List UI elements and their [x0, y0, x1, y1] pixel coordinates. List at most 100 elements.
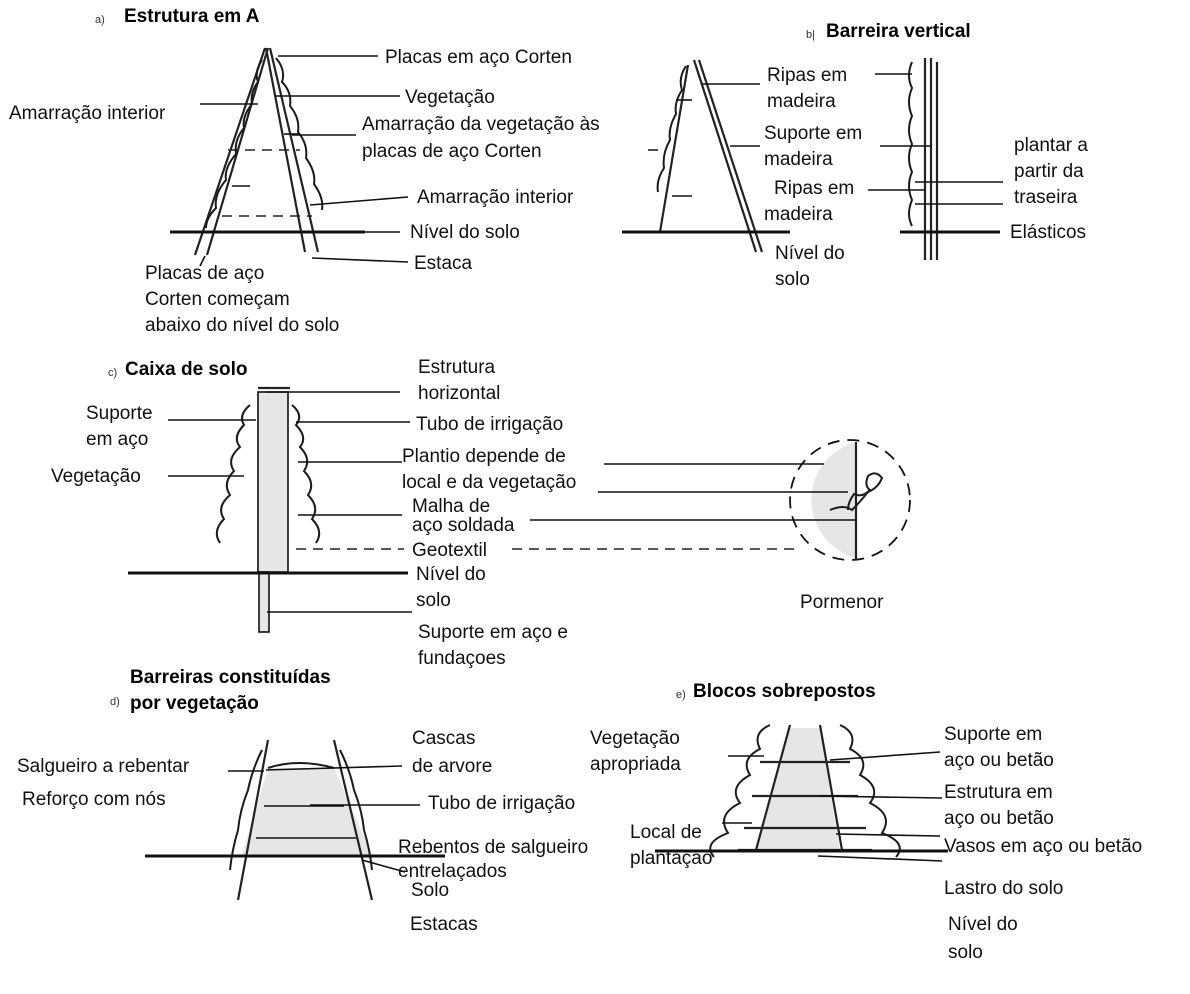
panel-d-title-1: Barreiras constituídas	[130, 667, 331, 688]
d-label-rebentos-1: Rebentos de salgueiro	[398, 837, 588, 858]
panel-b-tag: b|	[806, 29, 815, 41]
b-label-nivel-2: solo	[775, 269, 810, 290]
b-label-ripas-1-1: Ripas em	[767, 65, 847, 86]
panel-d-tag: d)	[110, 696, 120, 708]
a-leader-estaca	[311, 257, 409, 263]
a-label-estaca: Estaca	[414, 253, 473, 274]
e-label-vegetacao-2: apropriada	[590, 754, 681, 775]
c-left-vegetation	[215, 404, 251, 544]
e-label-suporte-1: Suporte em	[944, 724, 1042, 745]
panel-c-title: Caixa de solo	[125, 359, 248, 380]
panel-d-title-2: por vegetação	[130, 693, 259, 714]
b-label-elasticos: Elásticos	[1010, 222, 1086, 243]
b-label-nivel-1: Nível do	[775, 243, 845, 264]
a-label-amarracao-vegetacao-2: placas de aço Corten	[362, 141, 542, 162]
c-right-vegetation	[291, 404, 321, 544]
e-soil-fill	[756, 728, 840, 850]
b-label-suporte-1: Suporte em	[764, 123, 862, 144]
d-willow-barrier	[145, 739, 445, 901]
c-label-nivel-2: solo	[416, 590, 451, 611]
e-label-estrutura-1: Estrutura em	[944, 782, 1053, 803]
b-front-leaf	[658, 64, 690, 233]
b-label-plantar-1: plantar a	[1014, 135, 1088, 156]
b-vertical-structure	[900, 58, 1000, 260]
c-label-suporte-2: em aço	[86, 429, 148, 450]
c-detail-pormenor	[789, 439, 911, 561]
a-label-placas-corten: Placas em aço Corten	[385, 47, 572, 68]
d-label-reforco: Reforço com nós	[22, 789, 166, 810]
panel-b-title: Barreira vertical	[826, 21, 971, 42]
a-right-vegetation	[275, 57, 324, 211]
d-label-cascas-2: de arvore	[412, 756, 492, 777]
d-label-rebentos-2: entrelaçados	[398, 861, 507, 882]
d-right-shoots	[339, 749, 373, 871]
panel-a-title: Estrutura em A	[124, 6, 260, 27]
e-leader-lastro	[817, 855, 943, 862]
d-left-shoots	[229, 749, 263, 871]
d-leader-cascas	[265, 765, 403, 771]
d-left-stake	[236, 739, 270, 901]
d-leader-estacas	[361, 859, 406, 873]
c-soil-box	[128, 386, 408, 633]
panel-e-title: Blocos sobrepostos	[693, 681, 876, 702]
c-label-plantio-1: Plantio depende de	[402, 446, 566, 467]
c-label-suporte-fund-1: Suporte em aço e	[418, 622, 568, 643]
c-detail-soil	[811, 442, 856, 558]
c-detail-circle	[789, 439, 911, 561]
panel-e-tag: e)	[676, 689, 686, 701]
e-label-nivel-2: solo	[948, 942, 983, 963]
d-label-solo: Solo	[411, 880, 449, 901]
e-label-local-2: plantação	[630, 848, 712, 869]
c-label-suporte-fund-2: fundaçoes	[418, 648, 506, 669]
b-label-ripas-2-1: Ripas em	[774, 178, 854, 199]
a-leader-amarracao-right	[309, 196, 409, 206]
a-label-placas-comecam-2: Corten começam	[145, 289, 290, 310]
d-label-salgueiro: Salgueiro a rebentar	[17, 756, 190, 777]
d-bark-top	[267, 762, 335, 769]
panel-e: e) Blocos sobrepostos Vegetação apropria…	[590, 681, 1142, 963]
a-label-placas-comecam-1: Placas de aço	[145, 263, 264, 284]
d-label-estacas: Estacas	[410, 914, 478, 935]
b-label-ripas-1-2: madeira	[767, 91, 836, 112]
e-left-support	[754, 724, 792, 851]
e-left-vegetation	[709, 724, 771, 858]
a-label-nivel-solo: Nível do solo	[410, 222, 520, 243]
e-label-local-1: Local de	[630, 822, 702, 843]
b-label-plantar-3: traseira	[1014, 187, 1078, 208]
e-label-lastro: Lastro do solo	[944, 878, 1063, 899]
e-leader-suporte	[829, 751, 941, 761]
e-right-vegetation	[839, 724, 901, 858]
b-vegetation	[656, 65, 687, 193]
b-label-suporte-2: madeira	[764, 149, 833, 170]
d-label-cascas-1: Cascas	[412, 728, 475, 749]
d-right-stake	[332, 739, 374, 901]
a-leader-placas-comecam	[199, 255, 206, 267]
panel-c-tag: c)	[108, 367, 117, 379]
a-frame-left-leg-inner	[205, 47, 270, 256]
c-label-malha-1: Malha de	[412, 496, 490, 517]
a-frame-right-leg-inner	[268, 47, 320, 253]
c-support-foundation	[258, 571, 270, 633]
e-leader-vasos	[835, 833, 941, 837]
c-label-geotextil: Geotextil	[412, 540, 487, 561]
e-leader-estrutura	[819, 795, 943, 799]
a-label-amarracao-interior-right: Amarração interior	[417, 187, 574, 208]
a-frame-structure	[170, 47, 365, 256]
c-box-body	[257, 391, 289, 573]
a-label-amarracao-interior-left: Amarração interior	[9, 103, 166, 124]
a-label-amarracao-vegetacao-1: Amarração da vegetação às	[362, 114, 600, 135]
a-left-vegetation	[205, 59, 263, 229]
c-label-malha-2: aço soldada	[412, 515, 515, 536]
c-label-nivel-1: Nível do	[416, 564, 486, 585]
panel-c: c) Caixa de solo Estrutura ho	[51, 357, 911, 669]
e-right-support	[818, 724, 844, 851]
c-label-estrutura-2: horizontal	[418, 383, 500, 404]
d-soil-fill	[242, 768, 372, 855]
c-label-vegetacao: Vegetação	[51, 466, 141, 487]
a-label-placas-comecam-3: abaixo do nível do solo	[145, 315, 339, 336]
c-label-estrutura-1: Estrutura	[418, 357, 496, 378]
c-label-suporte-1: Suporte	[86, 403, 153, 424]
e-label-suporte-2: aço ou betão	[944, 750, 1054, 771]
c-label-pormenor: Pormenor	[800, 592, 884, 613]
